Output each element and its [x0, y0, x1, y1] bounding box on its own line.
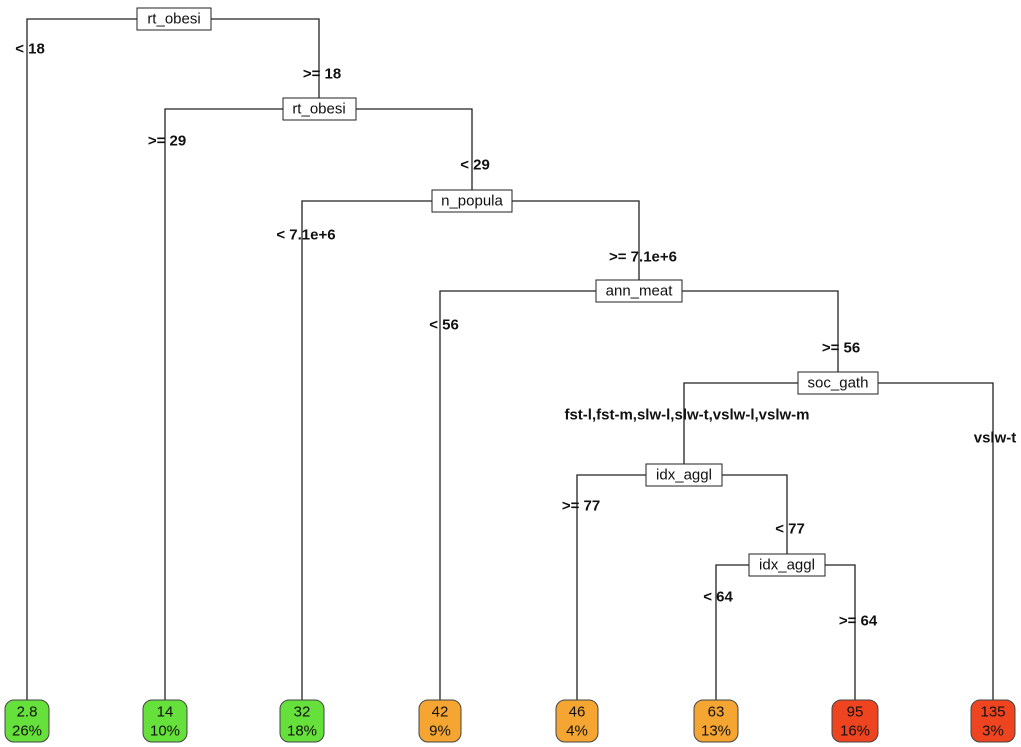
branch-label-lt77: < 77	[775, 521, 805, 538]
split-nodes: rt_obesi rt_obesi n_popula ann_meat soc_…	[136, 7, 879, 577]
leaf-percent: 26%	[12, 723, 42, 740]
branch-label-ge77: >= 77	[562, 498, 600, 515]
leaf-percent: 18%	[287, 723, 317, 740]
leaf-percent: 16%	[840, 723, 870, 740]
branch-label-ge64: >= 64	[839, 613, 878, 630]
leaf-node: 32 18%	[279, 699, 325, 743]
svg-text:ann_meat: ann_meat	[606, 283, 674, 300]
leaf-box	[970, 699, 1016, 743]
branch-label-ge71e6: >= 7.1e+6	[609, 249, 677, 266]
svg-text:idx_aggl: idx_aggl	[656, 467, 712, 484]
tree-edges	[26, 18, 994, 700]
edge-n5	[683, 382, 994, 700]
leaf-value: 14	[157, 704, 174, 721]
edge-n2	[164, 108, 473, 700]
leaf-value: 42	[432, 704, 449, 721]
branch-label-vslw-t: vslw-t	[974, 430, 1017, 447]
split-node: rt_obesi	[282, 97, 357, 121]
branch-label-ge56: >= 56	[822, 340, 860, 357]
leaf-percent: 9%	[429, 723, 451, 740]
leaf-percent: 3%	[982, 723, 1004, 740]
svg-text:soc_gath: soc_gath	[808, 375, 869, 392]
branch-label-ge29: >= 29	[148, 133, 186, 150]
leaf-node: 135 3%	[970, 699, 1016, 743]
branch-label-lt56: < 56	[429, 317, 459, 334]
leaf-value: 46	[569, 704, 586, 721]
leaf-value: 32	[294, 704, 311, 721]
leaf-nodes: 2.8 26% 14 10% 32 18% 42 9% 46 4% 63 13%	[4, 699, 1016, 743]
leaf-value: 135	[980, 704, 1005, 721]
leaf-box	[418, 699, 462, 743]
branch-label-lt29: < 29	[460, 157, 490, 174]
leaf-node: 42 9%	[418, 699, 462, 743]
leaf-box	[555, 699, 599, 743]
branch-label-lt18: < 18	[15, 41, 45, 58]
split-node: idx_aggl	[645, 463, 723, 487]
leaf-box	[4, 699, 50, 743]
leaf-percent: 13%	[701, 723, 731, 740]
edge-n1	[26, 18, 320, 700]
leaf-value: 95	[847, 704, 864, 721]
leaf-value: 63	[708, 704, 725, 721]
edge-n6	[576, 474, 788, 700]
split-node: ann_meat	[595, 279, 683, 303]
svg-text:n_popula: n_popula	[441, 193, 503, 210]
branch-label-lt64: < 64	[703, 589, 733, 606]
leaf-box	[279, 699, 325, 743]
split-node: soc_gath	[797, 371, 879, 395]
leaf-percent: 10%	[150, 723, 180, 740]
branch-label-soc-gath-left: fst-l,fst-m,slw-l,slw-t,vslw-l,vslw-m	[564, 407, 809, 424]
leaf-box	[693, 699, 739, 743]
leaf-box	[831, 699, 879, 743]
edge-n3	[301, 200, 640, 700]
leaf-node: 63 13%	[693, 699, 739, 743]
branch-label-ge18: >= 18	[303, 66, 341, 83]
leaf-node: 95 16%	[831, 699, 879, 743]
leaf-node: 2.8 26%	[4, 699, 50, 743]
edge-n4	[439, 290, 839, 700]
edge-n7	[715, 564, 856, 700]
leaf-box	[142, 699, 188, 743]
svg-text:idx_aggl: idx_aggl	[759, 557, 815, 574]
leaf-percent: 4%	[566, 723, 588, 740]
split-node: idx_aggl	[748, 553, 826, 577]
branch-labels: < 18 >= 18 >= 29 < 29 < 7.1e+6 >= 7.1e+6…	[15, 41, 1016, 630]
svg-text:rt_obesi: rt_obesi	[147, 11, 200, 28]
branch-label-lt71e6: < 7.1e+6	[276, 227, 335, 244]
split-node: n_popula	[431, 189, 513, 213]
svg-text:rt_obesi: rt_obesi	[292, 101, 345, 118]
leaf-node: 46 4%	[555, 699, 599, 743]
leaf-node: 14 10%	[142, 699, 188, 743]
leaf-value: 2.8	[17, 704, 38, 721]
split-node: rt_obesi	[136, 7, 212, 31]
